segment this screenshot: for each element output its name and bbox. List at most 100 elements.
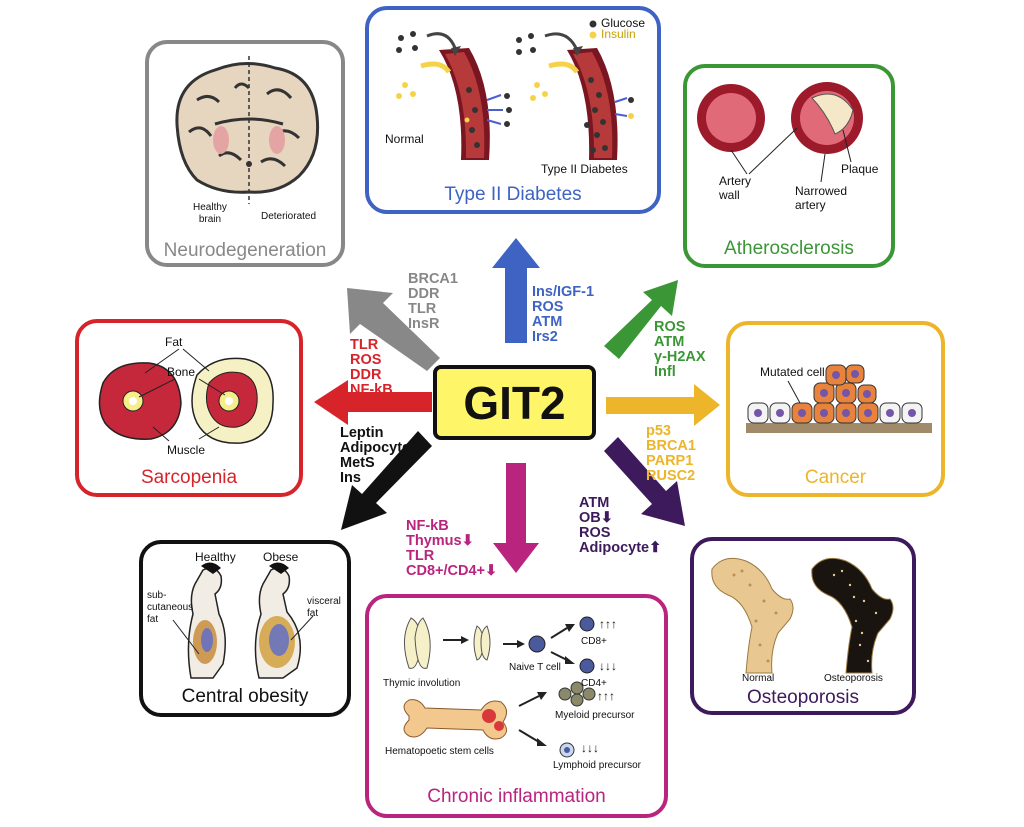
sarco-label-muscle: Muscle: [167, 443, 206, 457]
infl-label-cd8: CD8+: [581, 636, 607, 647]
factor-item: Leptin: [340, 425, 384, 441]
sarco-label-bone: Bone: [167, 365, 196, 379]
factors-osteoporosis: ATM OB⬇ ROS Adipocyte⬆: [579, 496, 661, 556]
factor-item: ATM: [532, 314, 563, 330]
athero-label-narrowed: Narrowed artery: [795, 184, 848, 212]
panel-title: Central obesity: [181, 686, 309, 707]
factor-item: InsR: [408, 316, 440, 332]
factor-item: γ-H2AX: [654, 349, 706, 365]
inflammation-illustration: [403, 616, 596, 758]
factor-item: NF-kB: [406, 518, 449, 534]
factor-item: Ins/IGF-1: [532, 284, 595, 300]
arrow-to-chronic-inflammation: [493, 463, 539, 573]
factor-item: TLR: [350, 337, 379, 353]
infl-label-thymic: Thymic involution: [383, 678, 461, 689]
infl-label-hsc: Hematopoetic stem cells: [385, 746, 494, 757]
panel-title: Cancer: [804, 467, 867, 488]
panel-title: Neurodegeneration: [163, 240, 327, 261]
factor-item: PARP1: [646, 453, 694, 469]
infl-label-lymphoid: Lymphoid precursor: [553, 760, 642, 771]
arrow-to-cancer: [606, 384, 720, 426]
infl-label-myeloid-change: ↑↑↑: [597, 689, 615, 703]
arrow-to-sarcopenia: [314, 380, 432, 425]
sarco-label-fat: Fat: [165, 335, 183, 349]
arrow-to-atherosclerosis: [604, 280, 678, 359]
factor-item: Irs2: [532, 329, 558, 345]
panel-osteoporosis: Normal Osteoporosis Osteoporosis: [690, 537, 916, 715]
factor-item: ROS: [579, 525, 611, 541]
factor-item: DDR: [408, 286, 440, 302]
obesity-label-subcutaneous: sub- cutaneous fat: [147, 590, 194, 625]
arrow-to-osteoporosis: [604, 437, 685, 526]
panel-title: Type II Diabetes: [444, 184, 582, 205]
panel-central-obesity: Healthy Obese sub- cutaneous fat viscera…: [139, 540, 351, 717]
factors-cancer: p53 BRCA1 PARP1 RUSC2: [646, 424, 696, 484]
factor-item: RUSC2: [646, 468, 696, 484]
factors-sarcopenia: TLR ROS DDR NF-kB: [350, 338, 393, 398]
infl-label-cd4-change: ↓↓↓: [599, 659, 617, 673]
panel-cancer: Mutated cell Cancer: [726, 321, 945, 497]
factor-item: TLR: [408, 301, 437, 317]
cancer-label-mutated: Mutated cell: [760, 365, 825, 379]
panel-title: Osteoporosis: [747, 687, 859, 708]
osteo-label-normal: Normal: [742, 673, 775, 684]
artery-illustration: [697, 82, 863, 183]
panel-title: Sarcopenia: [140, 467, 238, 488]
factor-item: ROS: [532, 299, 564, 315]
infl-label-cd4: CD4+: [581, 678, 607, 689]
factor-item: p53: [646, 423, 671, 439]
obesity-illustration: [172, 562, 314, 679]
osteo-label-osteoporosis: Osteoporosis: [824, 673, 883, 684]
panel-type2-diabetes: Glucose Insulin Normal Type II Diabetes …: [365, 6, 661, 214]
diabetes-legend-glucose: Glucose: [601, 16, 646, 30]
factor-item: Infl: [654, 364, 676, 380]
diabetes-label-normal: Normal: [385, 132, 424, 146]
obesity-label-visceral: visceral fat: [307, 596, 341, 619]
infl-label-cd8-change: ↑↑↑: [599, 617, 617, 631]
factor-item: BRCA1: [408, 271, 458, 287]
obesity-label-obese: Obese: [263, 550, 299, 564]
factors-central-obesity: Leptin Adipocyte⬆ MetS Ins: [340, 426, 422, 486]
factor-item: NF-kB: [350, 382, 393, 398]
athero-label-plaque: Plaque: [841, 162, 879, 176]
brain-illustration: [175, 56, 320, 204]
diabetes-legend-insulin: Insulin: [601, 27, 636, 41]
factor-item: Adipocyte⬆: [340, 440, 423, 456]
factor-item: DDR: [350, 367, 382, 383]
diabetes-illustration: [396, 20, 634, 160]
factors-diabetes: Ins/IGF-1 ROS ATM Irs2: [532, 285, 594, 345]
infl-label-lymphoid-change: ↓↓↓: [581, 741, 599, 755]
panel-title: Atherosclerosis: [724, 238, 854, 259]
cancer-illustration: [746, 364, 932, 433]
factor-item: ATM: [579, 495, 610, 511]
factor-item: Adipocyte⬆: [579, 540, 662, 556]
factor-item: ATM: [654, 334, 685, 350]
bone-illustration: [711, 557, 894, 674]
factor-item: MetS: [340, 455, 375, 471]
factor-item: Thymus⬇: [406, 533, 474, 549]
infl-label-myeloid: Myeloid precursor: [555, 710, 635, 721]
neuro-label-deteriorated: Deteriorated: [261, 211, 317, 222]
panel-neurodegeneration: Healthy brain Deteriorated Neurodegenera…: [145, 40, 345, 267]
panel-sarcopenia: Fat Bone Muscle Sarcopenia: [75, 319, 303, 497]
factor-item: OB⬇: [579, 510, 613, 526]
arrow-to-central-obesity: [341, 431, 432, 530]
factors-atherosclerosis: ROS ATM γ-H2AX Infl: [654, 320, 706, 380]
arrow-to-diabetes: [492, 238, 540, 343]
muscle-illustration: [98, 348, 274, 444]
infl-label-naive: Naive T cell: [509, 662, 561, 673]
factor-item: Ins: [340, 470, 361, 486]
factors-neurodegeneration: BRCA1 DDR TLR InsR: [408, 272, 458, 332]
athero-label-wall: Artery wall: [719, 174, 752, 202]
git2-node: GIT2: [433, 365, 596, 440]
factor-item: ROS: [350, 352, 382, 368]
diabetes-label-type2: Type II Diabetes: [541, 162, 628, 176]
obesity-label-healthy: Healthy: [195, 550, 236, 564]
factors-chronic-inflammation: NF-kB Thymus⬇ TLR CD8+/CD4+⬇: [406, 519, 497, 579]
arrow-to-neurodegeneration: [347, 288, 440, 371]
panel-title: Chronic inflammation: [427, 786, 606, 807]
panel-atherosclerosis: Artery wall Narrowed artery Plaque Ather…: [683, 64, 895, 268]
factor-item: BRCA1: [646, 438, 696, 454]
